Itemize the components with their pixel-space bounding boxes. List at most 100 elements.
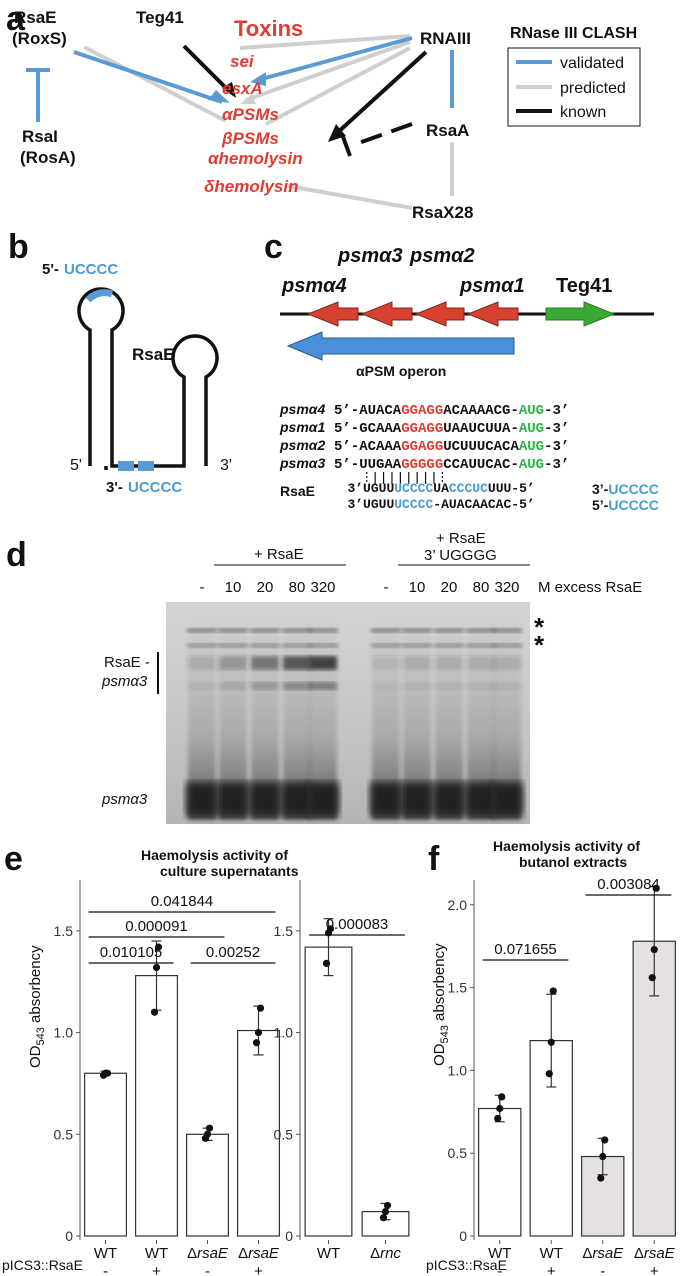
edge-rsaa-alphahemolysin	[355, 122, 413, 146]
end-3prime: 3'	[220, 457, 232, 474]
band-label-psma3: psmα3	[101, 673, 148, 690]
bar-2	[185, 1133, 230, 1237]
bottom-band-label: psmα3	[101, 791, 148, 808]
panel-f-label: f	[428, 840, 440, 878]
plasmid-2: -	[600, 1263, 605, 1276]
legend-known: known	[560, 104, 606, 121]
point-0-2	[498, 1093, 506, 1101]
seed-box-1	[118, 461, 134, 471]
rsae-structure	[77, 287, 219, 470]
bar-0	[304, 946, 353, 1237]
y-tick-label-3: 1.5	[54, 923, 74, 939]
point-1-2	[549, 987, 557, 995]
x-label-1: WT	[145, 1245, 168, 1262]
panel-e-ylabel: OD543 absorbency	[27, 945, 47, 1068]
comparison-label-0: 0.041844	[151, 893, 214, 910]
plasmid-2: -	[205, 1263, 210, 1276]
x-label-0: WT	[94, 1245, 117, 1262]
x-label-1: Δrnc	[370, 1245, 401, 1262]
gene-psma1: psmα1	[459, 275, 525, 297]
lane-g1-3: 80	[289, 579, 306, 596]
legend-box	[507, 47, 641, 127]
arrow-teg41	[545, 301, 616, 327]
band-complex2-g1-0	[188, 682, 216, 690]
node-rsae: RsaE	[14, 8, 57, 27]
panel-b-label: b	[8, 228, 29, 266]
point-1-1	[547, 1038, 555, 1046]
band-star2-g2-0	[371, 643, 401, 648]
y-tick-label-0: 0	[285, 1228, 293, 1244]
point-3-0	[252, 1039, 261, 1047]
band-complex2-g1-2	[251, 682, 279, 690]
panel-c: c psmα3 psmα2 psmα4 psmα1 Teg41 αPSM ope…	[264, 228, 659, 513]
node-rnaiii: RNAIII	[420, 29, 471, 48]
point-3-2	[256, 1004, 265, 1012]
band-complex2-g2-3	[467, 682, 495, 690]
lane-g2-3: 80	[473, 579, 490, 596]
band-complex-g1-3	[283, 656, 311, 670]
rsae-end-label-1: 5’-UCCCC	[592, 497, 659, 513]
band-star2-g1-1	[218, 643, 248, 648]
band-star1-g2-2	[434, 628, 464, 633]
comparison-label-1: 0.071655	[494, 941, 557, 958]
y-tick-label-0: 0	[459, 1228, 467, 1244]
panel-f: f Haemolysis activity of butanol extract…	[426, 838, 676, 1276]
star-1: *	[534, 612, 545, 642]
edge-rsaa-alphahemolysin-bar	[340, 133, 352, 157]
lane-g1-1: 10	[225, 579, 242, 596]
seed-box-2	[138, 461, 154, 471]
comparison-label-2: 0.010105	[100, 944, 163, 961]
arrowhead-rnaiii-psms	[240, 94, 256, 104]
band-free-g2-1	[401, 782, 433, 816]
plasmid-0: -	[497, 1263, 502, 1276]
y-tick-label-3: 1.5	[274, 923, 294, 939]
hairpin-left	[77, 287, 166, 468]
point-0-1	[496, 1104, 504, 1113]
band-star1-g2-4	[492, 628, 522, 633]
bar-3	[236, 1029, 281, 1237]
band-star2-g2-3	[466, 643, 496, 648]
gene-psma3: psmα3	[337, 245, 403, 267]
plasmid-1: +	[152, 1263, 161, 1276]
edge-rsae-alphapsms	[73, 50, 223, 104]
band-star1-g2-0	[371, 628, 401, 633]
y-tick-label-1: 0.5	[274, 1126, 294, 1142]
band-complex-g2-1	[403, 656, 431, 670]
point-2-1	[203, 1130, 212, 1138]
x-label-2: ΔrsaE	[187, 1245, 229, 1262]
band-star2-g1-3	[282, 643, 312, 648]
band-complex-g2-2	[435, 656, 463, 670]
plasmid-3: +	[650, 1263, 659, 1276]
panel-d-label: d	[6, 536, 27, 574]
plasmid-3: +	[254, 1263, 263, 1276]
toxin-alpha-psms: αPSMs	[222, 105, 279, 124]
band-free-g1-4	[307, 782, 339, 816]
y-tick-label-2: 1.0	[54, 1025, 74, 1041]
legend-predicted: predicted	[560, 80, 626, 97]
star-2: *	[534, 630, 545, 660]
align-seq-3: 5’-UUGAAGGGGGCCAUUCAC-AUG-3’	[334, 457, 569, 473]
edge-rnaiii-betapsms	[265, 46, 411, 126]
lane-g1-2: 20	[257, 579, 274, 596]
point-3-2	[652, 884, 660, 892]
group2-label-2: 3’ UGGGG	[424, 547, 497, 564]
legend-clash: RNase III CLASH validated predicted know…	[507, 25, 641, 127]
band-star2-g2-2	[434, 643, 464, 648]
gene-teg41: Teg41	[556, 275, 612, 297]
band-complex-g2-4	[493, 656, 521, 670]
band-star2-g1-0	[187, 643, 217, 648]
lane-g1-4: 320	[310, 579, 335, 596]
arrow-psma4	[306, 301, 359, 327]
toxin-esxa: esxA	[222, 79, 263, 98]
align-seq-1: 5’-GCAAAGGAGGUAAUCUUA-AUG-3’	[334, 421, 569, 437]
band-star1-g1-1	[218, 628, 248, 633]
arrow-psma1	[466, 301, 519, 327]
legend-title: RNase III CLASH	[510, 25, 637, 42]
arrowhead-teg41	[222, 82, 236, 98]
band-star1-g1-0	[187, 628, 217, 633]
band-complex2-g2-4	[493, 682, 521, 690]
x-label-3: ΔrsaE	[238, 1245, 280, 1262]
align-name-1: psmα1	[279, 419, 325, 435]
